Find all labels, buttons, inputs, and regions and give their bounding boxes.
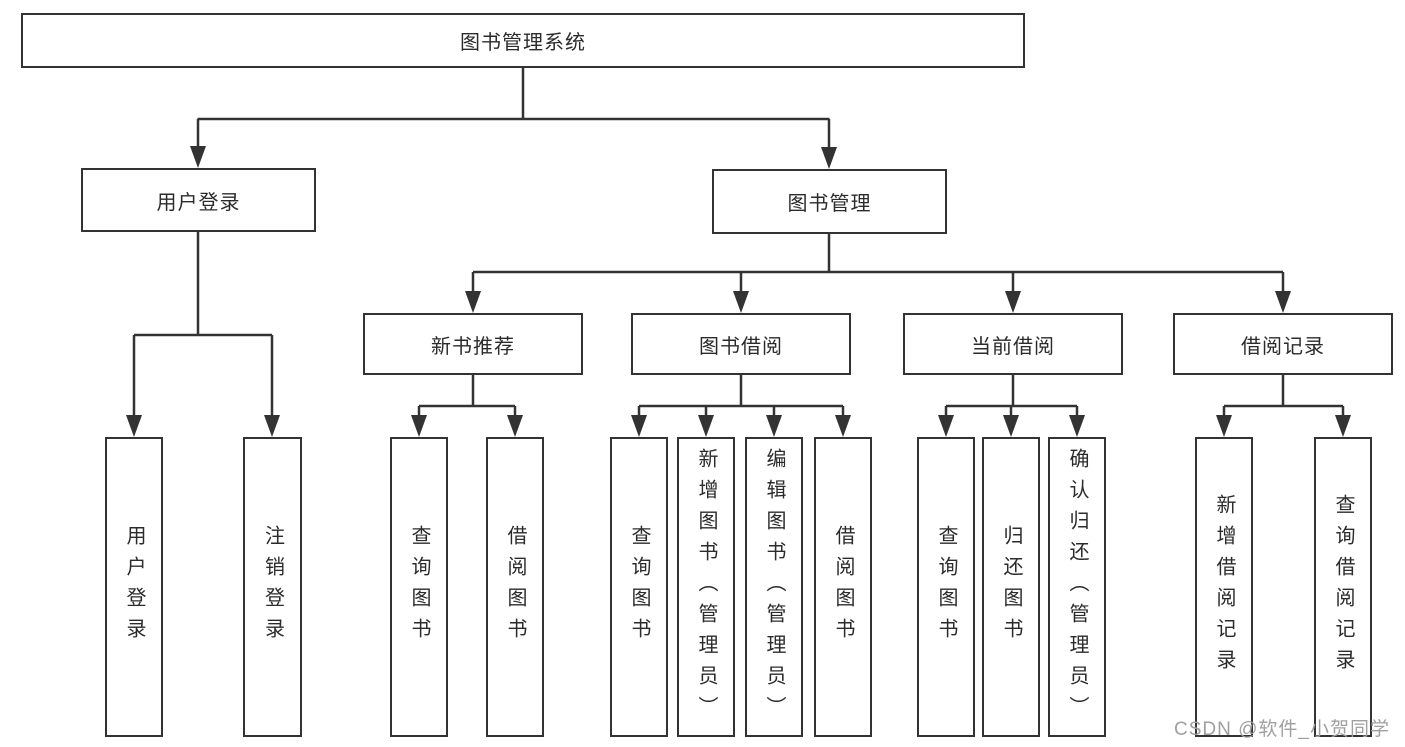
leaf-recommend-query-book-label: 查询图书 <box>408 525 430 649</box>
node-book-borrow: 图书借阅 <box>631 313 851 375</box>
node-current-borrow-label: 当前借阅 <box>971 335 1055 358</box>
leaf-query-borrow-record: 查询借阅记录 <box>1314 437 1372 737</box>
leaf-add-book-admin-label: 新增图书（管理员） <box>695 447 717 727</box>
leaf-confirm-return-admin: 确认归还（管理员） <box>1048 437 1106 737</box>
leaf-query-borrow-record-label: 查询借阅记录 <box>1332 494 1354 680</box>
node-current-borrow: 当前借阅 <box>903 313 1123 375</box>
node-borrow-records: 借阅记录 <box>1173 313 1393 375</box>
leaf-borrow-query-book: 查询图书 <box>610 437 668 737</box>
leaf-add-borrow-record: 新增借阅记录 <box>1195 437 1253 737</box>
arrow-down-icon <box>1275 291 1291 313</box>
leaf-borrow-book: 借阅图书 <box>814 437 872 737</box>
node-root-label: 图书管理系统 <box>460 32 586 54</box>
arrow-down-icon <box>465 291 481 313</box>
arrow-down-icon <box>1003 415 1019 437</box>
leaf-borrow-book-label: 借阅图书 <box>832 525 854 649</box>
connector-user-login-children <box>126 232 280 437</box>
connector-borrow-records-children <box>1216 375 1351 437</box>
node-root: 图书管理系统 <box>21 13 1025 68</box>
arrow-down-icon <box>938 415 954 437</box>
arrow-down-icon <box>1335 415 1351 437</box>
arrow-down-icon <box>835 415 851 437</box>
connector-book-management-children <box>465 234 1291 313</box>
node-new-book-recommend-label: 新书推荐 <box>431 335 515 358</box>
node-book-management: 图书管理 <box>712 169 947 234</box>
leaf-add-borrow-record-label: 新增借阅记录 <box>1213 494 1235 680</box>
node-new-book-recommend: 新书推荐 <box>363 313 583 375</box>
leaf-user-login-label: 用户登录 <box>123 525 145 649</box>
arrow-down-icon <box>507 415 523 437</box>
leaf-edit-book-admin: 编辑图书（管理员） <box>745 437 803 737</box>
leaf-recommend-query-book: 查询图书 <box>390 437 448 737</box>
leaf-current-query-book: 查询图书 <box>917 437 975 737</box>
arrow-down-icon <box>1005 291 1021 313</box>
arrow-down-icon <box>821 147 837 169</box>
connector-current-borrow-children <box>938 375 1085 437</box>
leaf-add-book-admin: 新增图书（管理员） <box>677 437 735 737</box>
node-book-management-label: 图书管理 <box>787 193 872 215</box>
node-book-borrow-label: 图书借阅 <box>699 335 783 358</box>
arrow-down-icon <box>411 415 427 437</box>
arrow-down-icon <box>733 291 749 313</box>
node-user-login-label: 用户登录 <box>156 191 241 214</box>
node-borrow-records-label: 借阅记录 <box>1241 335 1325 358</box>
leaf-return-book: 归还图书 <box>982 437 1040 737</box>
leaf-recommend-borrow-book: 借阅图书 <box>486 437 544 737</box>
arrow-down-icon <box>190 146 206 168</box>
leaf-user-login: 用户登录 <box>105 437 163 737</box>
leaf-recommend-borrow-book-label: 借阅图书 <box>504 525 526 649</box>
leaf-confirm-return-admin-label: 确认归还（管理员） <box>1066 447 1088 727</box>
arrow-down-icon <box>698 415 714 437</box>
leaf-borrow-query-book-label: 查询图书 <box>628 525 650 649</box>
arrow-down-icon <box>1216 415 1232 437</box>
node-user-login: 用户登录 <box>81 168 316 232</box>
arrow-down-icon <box>1069 415 1085 437</box>
arrow-down-icon <box>126 415 142 437</box>
connector-new-book-children <box>411 375 523 437</box>
leaf-return-book-label: 归还图书 <box>1000 525 1022 649</box>
connector-root-to-level2 <box>190 68 837 169</box>
connector-book-borrow-children <box>631 375 851 437</box>
arrow-down-icon <box>766 415 782 437</box>
csdn-watermark: CSDN @软件_小贺同学 <box>1174 719 1390 740</box>
leaf-current-query-book-label: 查询图书 <box>935 525 957 649</box>
arrow-down-icon <box>264 415 280 437</box>
arrow-down-icon <box>631 415 647 437</box>
leaf-logout: 注销登录 <box>243 437 302 737</box>
leaf-logout-label: 注销登录 <box>261 525 284 649</box>
leaf-edit-book-admin-label: 编辑图书（管理员） <box>763 447 785 727</box>
